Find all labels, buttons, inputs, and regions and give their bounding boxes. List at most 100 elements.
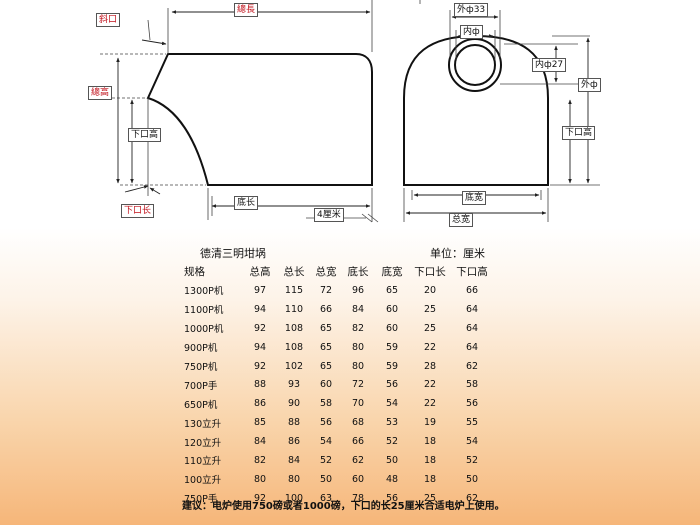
table-row: 650P机 86 90 58 70 54 22 56 <box>176 394 494 413</box>
row-value-cell: 59 <box>385 360 399 372</box>
row-spec-cell: 900P机 <box>184 343 218 355</box>
inner-dia-27-label: 内ф27 <box>532 58 567 72</box>
row-value-cell: 64 <box>465 303 479 315</box>
row-spec-cell: 1000P机 <box>184 324 224 336</box>
row-value-cell: 18 <box>423 454 437 466</box>
row-value-cell: 62 <box>465 360 479 372</box>
header-total-height: 总高 <box>249 266 271 278</box>
row-value-cell: 54 <box>385 398 399 410</box>
row-value-cell: 88 <box>253 379 267 391</box>
row-value-cell: 72 <box>319 284 333 296</box>
crucible-dimension-drawing <box>100 0 600 223</box>
header-lower-length: 下口长 <box>414 266 446 278</box>
row-value-cell: 65 <box>319 341 333 353</box>
row-spec-cell: 750P机 <box>184 362 218 373</box>
row-value-cell: 18 <box>423 436 437 448</box>
row-value-cell: 62 <box>465 492 479 504</box>
row-value-cell: 22 <box>423 379 437 391</box>
side-view-outline <box>146 53 373 186</box>
row-value-cell: 65 <box>385 284 399 296</box>
row-value-cell: 58 <box>465 379 479 391</box>
row-value-cell: 50 <box>385 454 399 466</box>
row-value-cell: 55 <box>465 417 479 429</box>
row-value-cell: 50 <box>319 473 333 485</box>
row-value-cell: 60 <box>385 322 399 334</box>
row-value-cell: 92 <box>253 322 267 334</box>
row-value-cell: 60 <box>319 379 333 391</box>
row-value-cell: 80 <box>287 473 301 485</box>
row-value-cell: 22 <box>423 341 437 353</box>
row-value-cell: 25 <box>423 322 437 334</box>
outer-dia-top-label: 外ф33 <box>454 3 489 17</box>
row-value-cell: 56 <box>385 492 399 504</box>
row-value-cell: 84 <box>351 303 365 315</box>
row-value-cell: 80 <box>351 360 365 372</box>
row-value-cell: 66 <box>319 303 333 315</box>
row-value-cell: 100 <box>284 492 304 504</box>
usage-note: 建议：电炉使用750磅或者1000磅，下口的长25厘米合适电炉上使用。 <box>182 501 505 512</box>
row-value-cell: 25 <box>423 492 437 504</box>
row-value-cell: 82 <box>253 454 267 466</box>
row-value-cell: 108 <box>284 341 304 353</box>
row-spec-cell: 110立升 <box>184 456 222 468</box>
row-value-cell: 54 <box>319 436 333 448</box>
table-unit: 单位：厘米 <box>430 247 485 260</box>
row-value-cell: 54 <box>465 436 479 448</box>
row-value-cell: 64 <box>465 341 479 353</box>
lower-height-left-label: 下口高 <box>128 128 162 142</box>
header-total-width: 总宽 <box>315 266 337 278</box>
outer-dia-right-label: 外ф <box>578 78 601 92</box>
row-value-cell: 82 <box>351 322 365 334</box>
row-value-cell: 94 <box>253 341 267 353</box>
row-value-cell: 102 <box>284 360 304 372</box>
row-value-cell: 56 <box>465 398 479 410</box>
row-value-cell: 28 <box>423 360 437 372</box>
row-spec-cell: 650P机 <box>184 399 218 411</box>
slope-label: 斜口 <box>96 13 121 27</box>
row-spec-cell: 120立升 <box>184 437 222 449</box>
row-value-cell: 90 <box>287 398 301 410</box>
row-spec-cell: 1100P机 <box>184 305 224 317</box>
base-width-label: 底宽 <box>462 191 487 205</box>
row-value-cell: 86 <box>253 398 267 410</box>
row-value-cell: 97 <box>253 284 267 296</box>
row-value-cell: 66 <box>465 284 479 296</box>
row-value-cell: 110 <box>284 303 304 315</box>
row-value-cell: 56 <box>385 379 399 391</box>
flange-label: 4厘米 <box>314 208 344 222</box>
row-value-cell: 93 <box>287 379 301 391</box>
row-value-cell: 22 <box>423 398 437 410</box>
row-value-cell: 68 <box>351 417 365 429</box>
row-value-cell: 58 <box>319 398 333 410</box>
row-spec-cell: 130立升 <box>184 418 222 430</box>
row-value-cell: 70 <box>351 398 365 410</box>
row-value-cell: 94 <box>253 303 267 315</box>
lower-length-label: 下口长 <box>121 204 155 218</box>
row-value-cell: 85 <box>253 417 267 429</box>
row-value-cell: 48 <box>385 473 399 485</box>
row-value-cell: 18 <box>423 473 437 485</box>
row-value-cell: 92 <box>253 360 267 372</box>
header-total-length: 总长 <box>283 266 305 278</box>
row-value-cell: 53 <box>385 417 399 429</box>
row-value-cell: 62 <box>351 454 365 466</box>
row-spec-cell: 1300P机 <box>184 286 224 298</box>
row-value-cell: 66 <box>351 436 365 448</box>
row-value-cell: 25 <box>423 303 437 315</box>
base-length-label: 底长 <box>234 196 259 210</box>
lower-height-right-label: 下口高 <box>562 126 596 140</box>
row-value-cell: 56 <box>319 417 333 429</box>
row-value-cell: 19 <box>423 417 437 429</box>
header-spec: 规格 <box>184 266 205 278</box>
body-height-label: 總高 <box>88 86 113 100</box>
row-value-cell: 80 <box>351 341 365 353</box>
front-view-outline <box>403 34 549 186</box>
